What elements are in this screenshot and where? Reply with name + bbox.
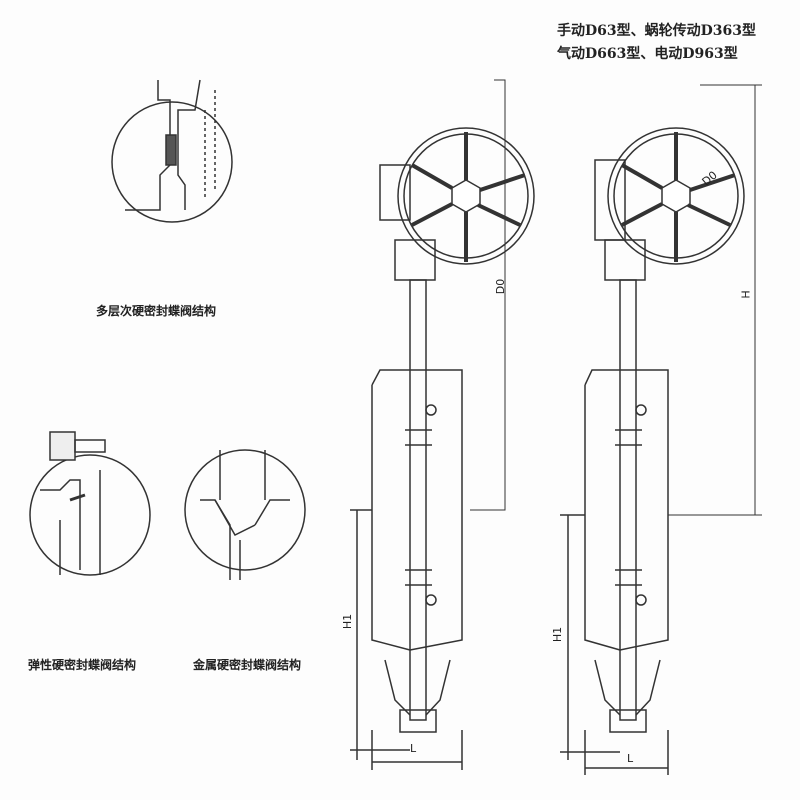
dim-h-right: H [739,290,753,299]
dim-l-right: L [627,752,634,765]
detail-multilayer-seal [111,79,233,223]
title-line-2: 气动D663型、电动D963型 [557,46,738,62]
dim-h1-left: H1 [341,613,355,630]
model-title: 手动D63型、蜗轮传动D363型 气动D663型、电动D963型 [557,20,756,66]
dim-d0-left: D0 [494,278,508,295]
valve-left [350,79,535,770]
dim-h1-right: H1 [551,626,565,643]
detail-elastic-seal [29,431,151,576]
detail-metal-seal [184,449,306,580]
dim-l-left: L [410,742,417,755]
title-line-1: 手动D63型、蜗轮传动D363型 [557,23,756,39]
caption-multilayer-seal: 多层次硬密封蝶阀结构 [96,304,217,318]
caption-elastic-seal: 弹性硬密封蝶阀结构 [28,658,137,672]
caption-metal-seal: 金属硬密封蝶阀结构 [193,658,302,672]
valve-right [560,84,762,775]
